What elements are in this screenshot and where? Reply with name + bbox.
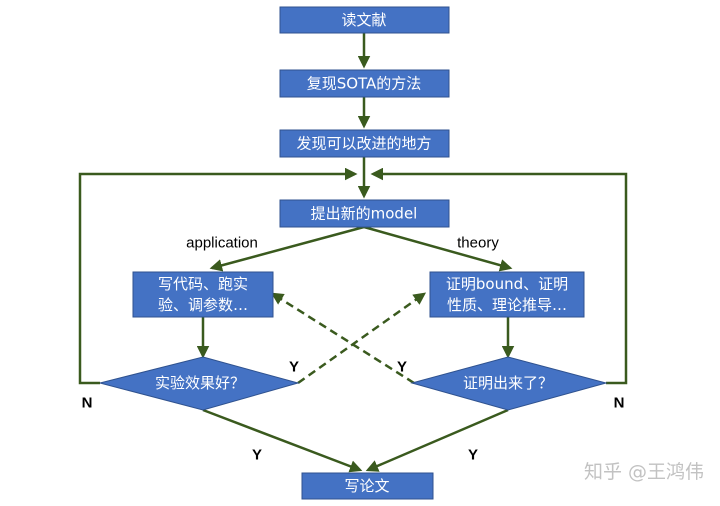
node-read-label: 读文献 [341,11,386,29]
edge-label-yes-left-cross: Y [289,359,299,376]
edge-label-yes-left-write: Y [252,447,262,464]
node-write: 写论文 [301,472,434,500]
edge-label-theory: theory [457,235,499,252]
decision-good-result: 实验效果好？ [99,356,300,411]
edge-proved-no-loop [370,167,628,385]
node-prove-label-line2: 性质、理论推导… [447,296,567,314]
edge-label-no-left: N [82,395,93,412]
decision-proved: 证明出来了？ [410,356,608,411]
node-write-label: 写论文 [344,477,389,495]
edge-label-yes-right-write: Y [468,447,478,464]
node-prove-label-line1: 证明bound、证明 [446,275,568,293]
edge-good-no-loop [78,167,358,385]
decision-proved-label: 证明出来了？ [463,374,553,392]
node-code-label-line2: 验、调参数… [158,296,248,314]
decision-good-result-label: 实验效果好？ [155,374,245,392]
node-reproduce: 复现SOTA的方法 [279,69,450,98]
node-code: 写代码、跑实 验、调参数… [132,271,274,318]
watermark: 知乎 @王鸿伟 [583,461,704,483]
node-propose-label: 提出新的model [311,205,418,223]
node-find-label: 发现可以改进的地方 [296,135,431,153]
node-read: 读文献 [279,6,450,34]
edge-label-application: application [186,235,258,252]
edge-label-no-right: N [614,395,625,412]
node-propose: 提出新的model [279,199,450,228]
edge-propose-to-prove [363,225,513,272]
edge-proved-to-write [365,408,509,472]
node-prove: 证明bound、证明 性质、理论推导… [429,271,585,318]
edge-proved-yes-to-code [270,292,415,385]
node-code-label-line1: 写代码、跑实 [158,275,248,293]
edge-propose-to-code [209,225,365,272]
edge-label-yes-right-cross: Y [397,359,407,376]
node-find: 发现可以改进的地方 [279,129,450,158]
node-reproduce-label: 复现SOTA的方法 [307,75,422,93]
edge-good-to-write [202,408,363,473]
